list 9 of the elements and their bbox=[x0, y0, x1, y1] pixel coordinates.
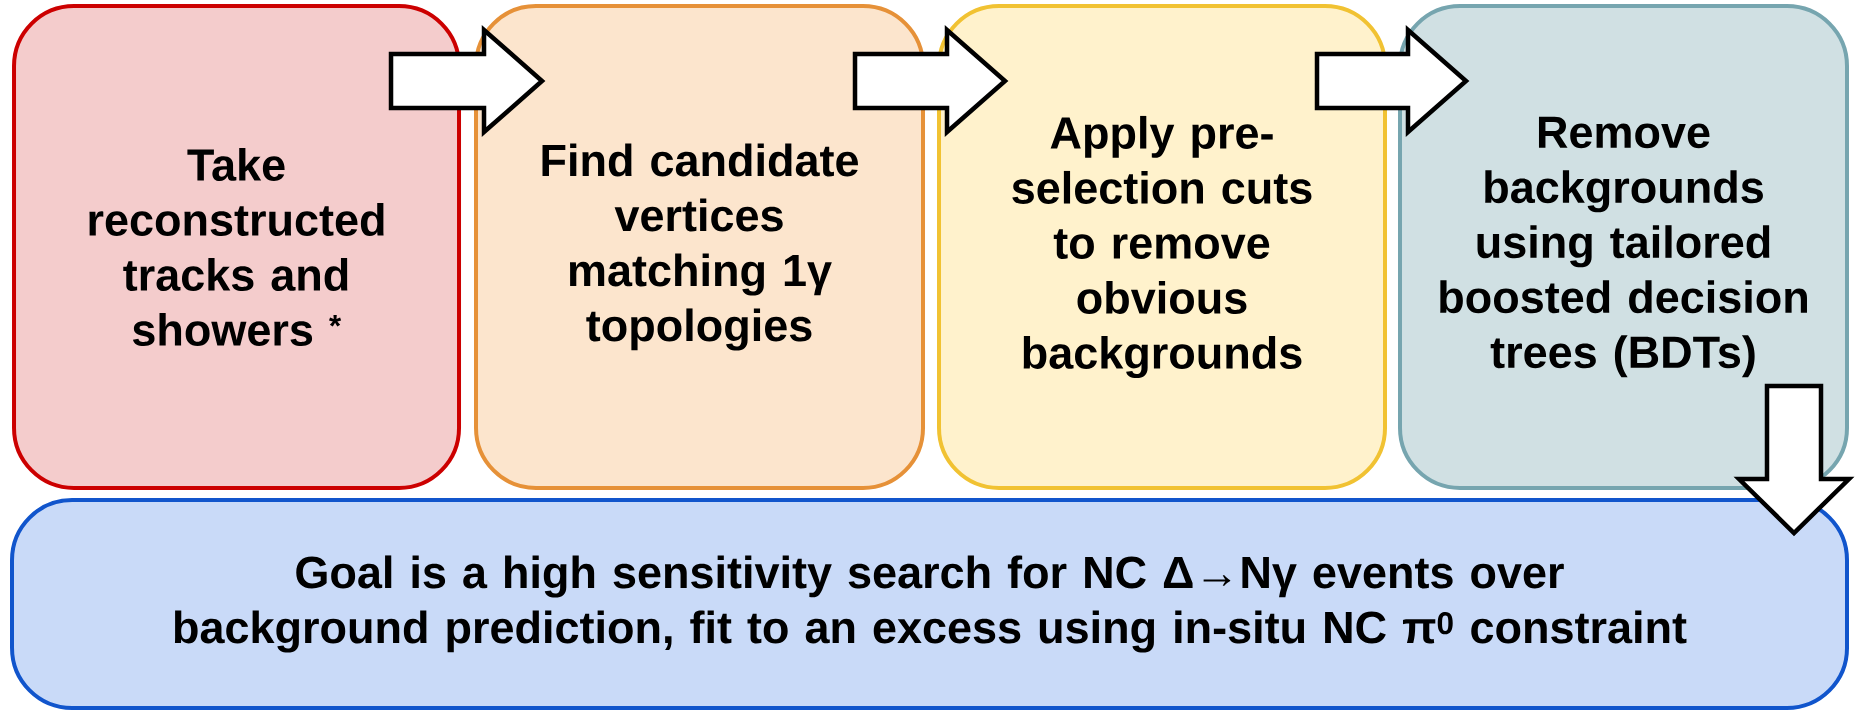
goal-box: Goal is a high sensitivity search for NC Δ→Nγ events over background prediction, fit to an excess using in-situ NC π$^{0}$ constraint bbox=[10, 498, 1849, 710]
block-arrow bbox=[1314, 25, 1470, 137]
block-arrow bbox=[388, 25, 546, 137]
process-box: Apply pre-selection cuts to remove obvious backgrounds bbox=[937, 4, 1387, 490]
process-box: Take reconstructed tracks and showers $^{*}$ bbox=[12, 4, 461, 490]
process-box: Remove backgrounds using tailored boosted decision trees (BDTs) bbox=[1398, 4, 1849, 490]
block-arrow bbox=[852, 25, 1009, 137]
process-box: Find candidate vertices matching 1γ topologies bbox=[474, 4, 925, 490]
block-arrow bbox=[1733, 383, 1855, 537]
